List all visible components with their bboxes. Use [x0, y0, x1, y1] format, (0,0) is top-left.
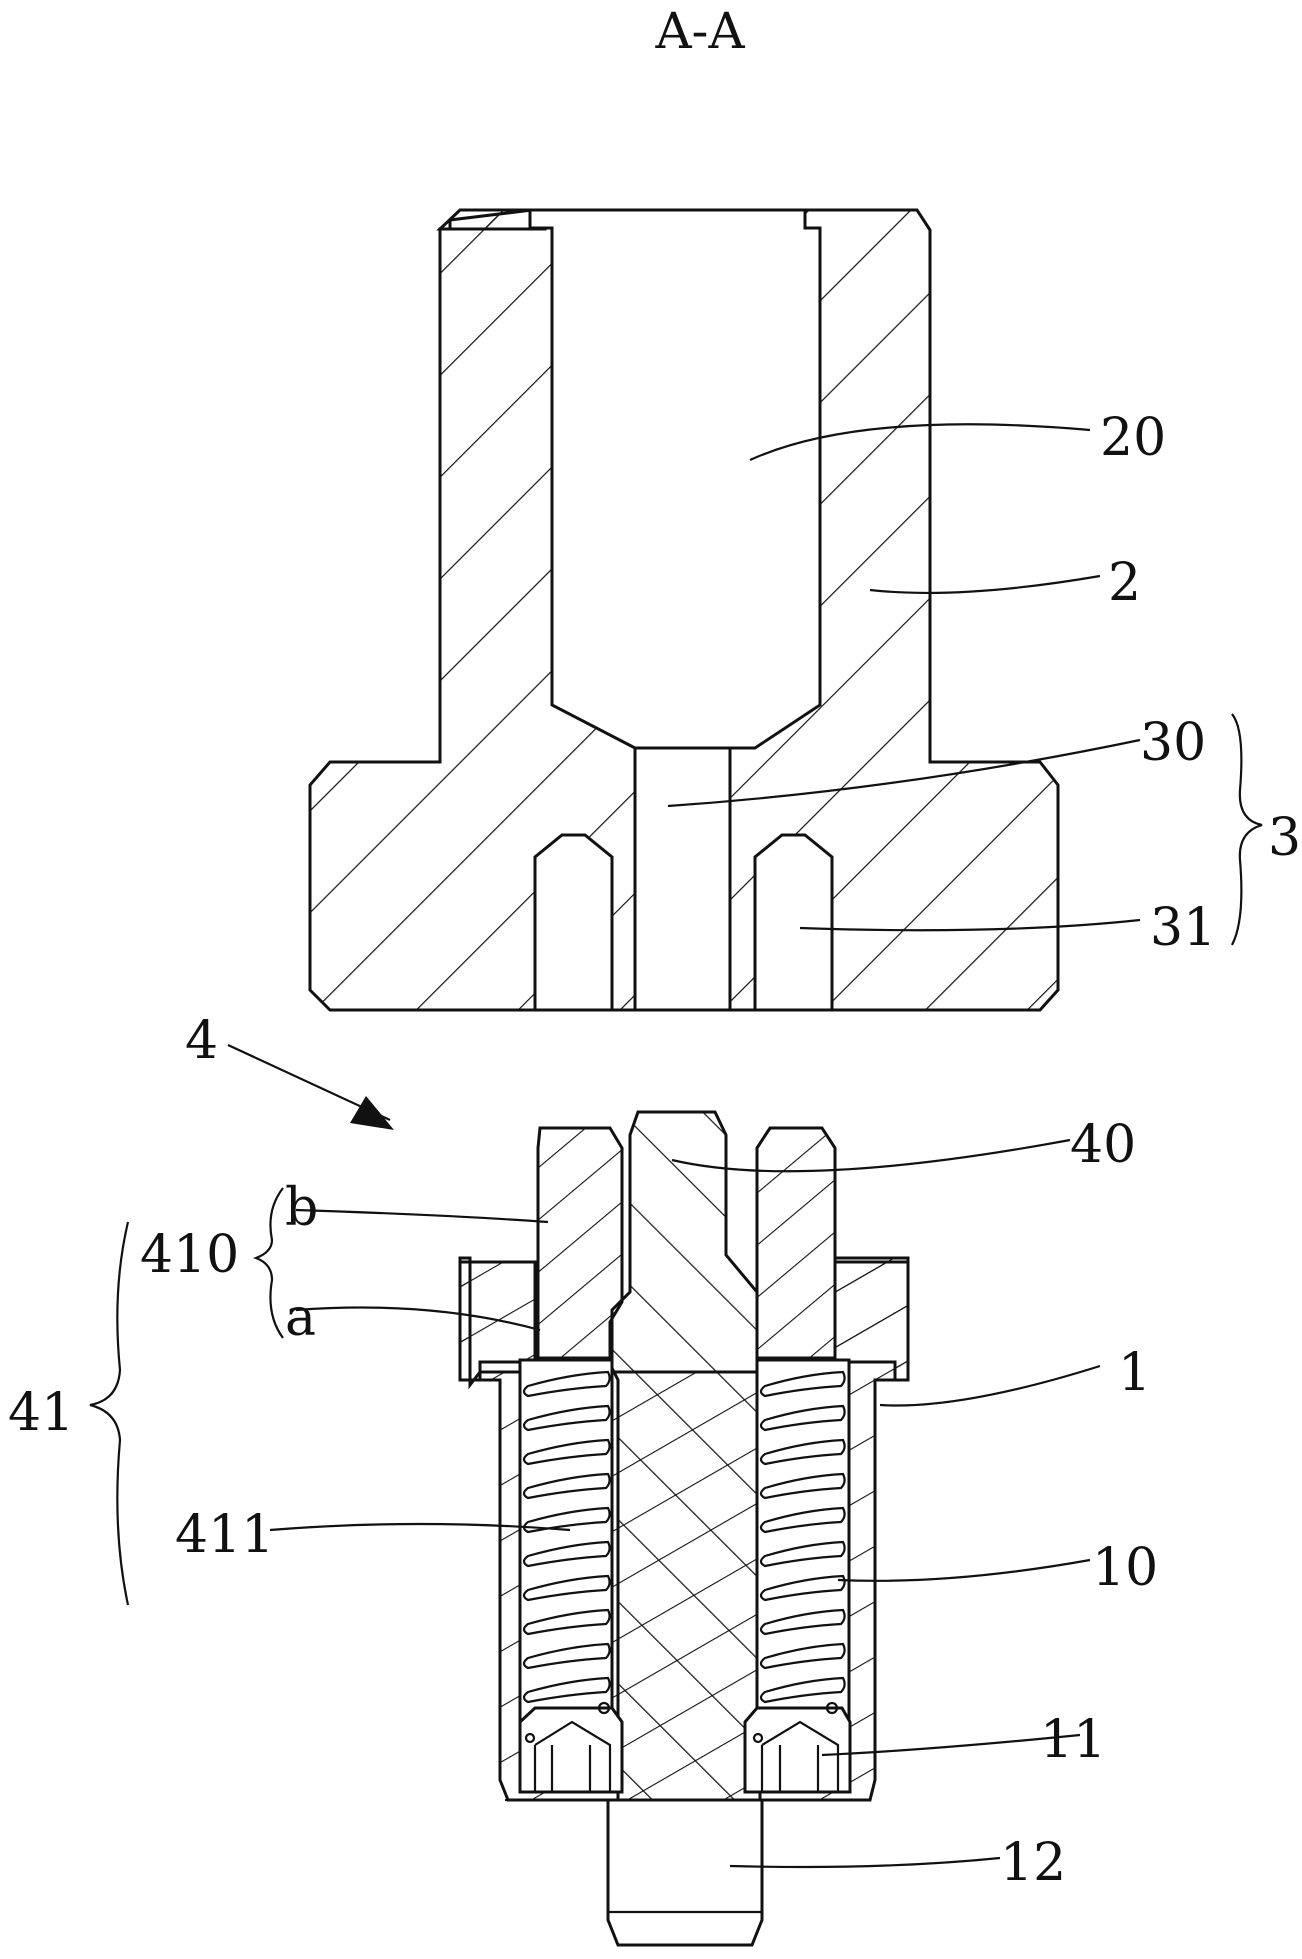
label-chamber-10: 10 [1092, 1538, 1158, 1598]
core-40 [612, 1112, 760, 1800]
label-group-410: 410 [140, 1225, 239, 1285]
label-pin-hole-31: 31 [1150, 898, 1216, 958]
stem-12 [608, 1800, 762, 1945]
upper-body [310, 210, 1058, 1010]
bottom-cap-right-11 [745, 1703, 850, 1792]
label-part-b: b [285, 1178, 318, 1238]
bore-20 [530, 210, 820, 748]
finger-right-b [757, 1128, 835, 1358]
label-center-hole-30: 30 [1140, 713, 1206, 773]
label-stem-12: 12 [1000, 1833, 1066, 1893]
label-core-40: 40 [1070, 1115, 1136, 1175]
label-assembly-4: 4 [185, 1011, 218, 1071]
center-hole-30 [635, 748, 730, 1010]
brace-410 [256, 1188, 283, 1338]
label-group-3: 3 [1268, 808, 1301, 868]
label-upper-body-2: 2 [1108, 553, 1141, 613]
label-spring-411: 411 [175, 1505, 274, 1565]
label-group-41: 41 [8, 1383, 74, 1443]
brace-41 [90, 1222, 128, 1605]
pin-hole-left-31 [535, 835, 612, 1010]
label-housing-1: 1 [1118, 1343, 1151, 1403]
brace-3 [1232, 714, 1262, 945]
pin-hole-right-31 [755, 835, 832, 1010]
arrow-head [350, 1096, 394, 1130]
section-title: A-A [654, 2, 745, 60]
label-part-a: a [285, 1288, 316, 1348]
label-bottom-cap-11: 11 [1040, 1710, 1106, 1770]
finger-left-b [538, 1128, 622, 1358]
label-bore-20: 20 [1100, 408, 1166, 468]
bottom-cap-left-11 [520, 1703, 622, 1792]
lower-assembly [460, 1112, 908, 1945]
